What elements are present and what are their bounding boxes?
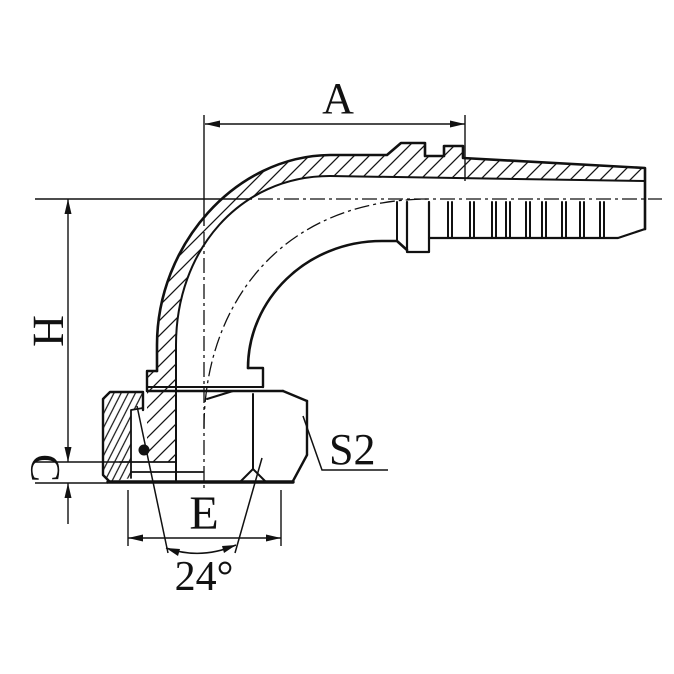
fitting-body bbox=[101, 141, 647, 484]
nut-section-hatch bbox=[103, 392, 143, 482]
cone-line-right bbox=[234, 457, 263, 554]
hex-bottom-vee bbox=[239, 468, 267, 483]
angle-arrow-right bbox=[222, 545, 236, 553]
dimension-e bbox=[127, 490, 282, 546]
s2-leader bbox=[302, 415, 388, 471]
wall-inner-line bbox=[175, 175, 646, 463]
dim-e-arrow-right bbox=[266, 534, 281, 542]
leg-step bbox=[145, 369, 159, 393]
dim-h-label: H bbox=[24, 315, 73, 347]
section-hatching bbox=[103, 143, 645, 482]
cone-angle-callout bbox=[136, 405, 263, 556]
hex-top-chamfer-right bbox=[281, 389, 309, 403]
dim-a-arrow-right bbox=[450, 120, 465, 128]
hex-size-callout bbox=[302, 415, 388, 471]
hex-top-chamfer-left bbox=[206, 390, 234, 400]
dim-a-label: A bbox=[322, 74, 354, 123]
hose-stop-collar bbox=[405, 200, 431, 254]
dim-e-arrow-left bbox=[128, 534, 143, 542]
cone-seat-ledge bbox=[130, 407, 144, 479]
barb-bottom-edge bbox=[427, 227, 647, 240]
bend-centerline bbox=[203, 198, 431, 429]
bend-lower-silhouette bbox=[246, 239, 409, 370]
dim-h-arrow-bottom bbox=[64, 447, 72, 462]
nut-block-outline bbox=[101, 390, 145, 484]
dimension-h bbox=[35, 198, 252, 462]
hose-barb-rings bbox=[447, 201, 605, 239]
dim-h-arrow-top bbox=[64, 199, 72, 214]
cone-angle-label: 24° bbox=[175, 554, 234, 600]
hex-bottom-chamfer-right bbox=[291, 453, 309, 483]
dim-e-label: E bbox=[189, 487, 218, 540]
hex-size-label: S2 bbox=[329, 425, 375, 474]
angle-arrow-left bbox=[166, 548, 180, 556]
dimension-a bbox=[203, 115, 466, 226]
outer-profile bbox=[155, 141, 647, 373]
dim-c-label: C bbox=[21, 454, 67, 482]
flange-right bbox=[246, 366, 265, 389]
tube-wall-hatch bbox=[147, 143, 645, 462]
cone-line-left bbox=[136, 405, 169, 554]
dim-c-arrow-up bbox=[64, 483, 72, 498]
dim-a-arrow-left bbox=[205, 120, 220, 128]
dimension-c bbox=[35, 461, 120, 524]
centerlines bbox=[203, 198, 662, 492]
